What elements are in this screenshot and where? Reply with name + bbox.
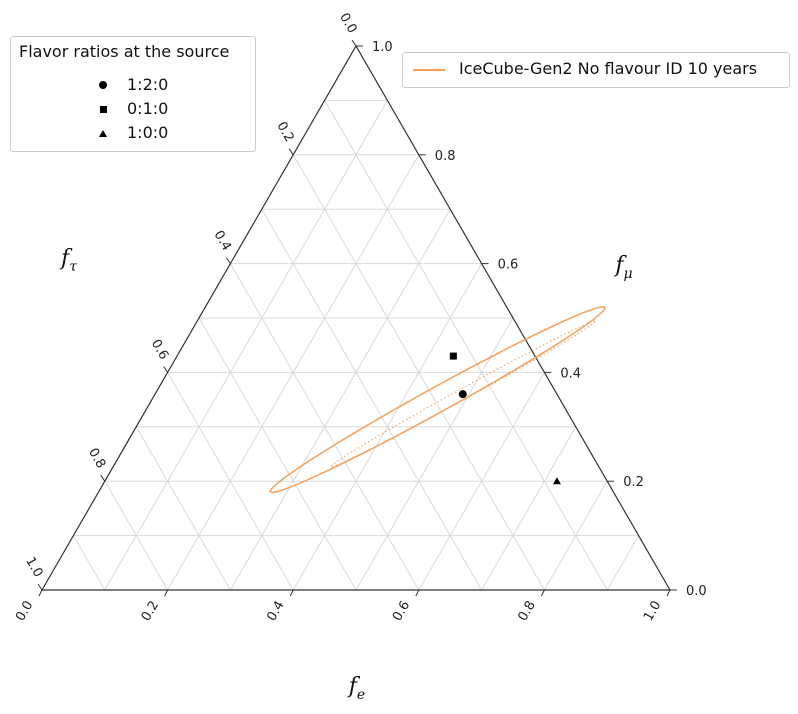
tick-ftau (225, 257, 231, 264)
axis-label-fmu: fμ (613, 253, 632, 282)
tick-fe (666, 589, 671, 597)
contour-solid (269, 306, 606, 494)
tick-label-fe: 0.4 (264, 599, 287, 624)
source-points (449, 352, 561, 485)
grid-line-fe (481, 426, 577, 591)
tick-label-fmu: 0.4 (560, 366, 581, 381)
grid-line-fe (355, 317, 514, 591)
tick-fe (38, 589, 43, 597)
tick-label-ftau: 0.2 (273, 119, 296, 144)
axis-label-fe: fe (347, 674, 365, 703)
axis-label-ftau: fτ (59, 246, 77, 275)
legend-entry-label: 0:1:0 (127, 99, 169, 118)
tick-label-fe: 0.2 (139, 599, 162, 624)
contour-regions (269, 306, 606, 494)
orange-line-swatch (413, 69, 445, 71)
legend-title: Flavor ratios at the source (19, 42, 230, 61)
grid-line-fe (104, 100, 388, 591)
grid-line-ftau (324, 100, 608, 591)
tick-label-fmu: 1.0 (372, 40, 393, 55)
tick-label-ftau: 0.8 (85, 446, 108, 471)
grid-line-ftau (167, 372, 294, 591)
tick-label-ftau: 1.0 (22, 555, 45, 580)
tick-ftau (37, 583, 43, 591)
triangle-frame (40, 44, 672, 591)
tick-label-fmu: 0.0 (686, 584, 707, 599)
tick-label-fe: 1.0 (641, 599, 664, 624)
grid-line-ftau (104, 480, 169, 591)
grid-line-ftau (135, 426, 231, 591)
tick-label-fmu: 0.6 (498, 258, 519, 273)
circle-icon (99, 81, 107, 89)
square-icon (100, 106, 107, 113)
source-point-triangle (552, 477, 561, 485)
tick-label-fmu: 0.2 (623, 475, 644, 490)
tick-ftau (163, 366, 169, 373)
grid-line-fe (543, 480, 608, 591)
grid-line-ftau (261, 208, 483, 591)
tick-label-fe: 0.8 (516, 599, 539, 624)
grid-line-fe (229, 208, 451, 591)
tick-ftau (351, 39, 357, 47)
tick-label-fe: 0.6 (390, 599, 413, 624)
grid-line-fe (606, 535, 640, 591)
tick-fe (415, 589, 420, 597)
legend-experiment: IceCube-Gen2 No flavour ID 10 years (402, 52, 790, 88)
legend-entry-label: 1:0:0 (127, 123, 169, 142)
axis-labels: fe fμ fτ (59, 246, 633, 703)
tick-fe (164, 589, 169, 597)
tick-label-fmu: 0.8 (435, 149, 456, 164)
legend-entry-label: 1:2:0 (127, 75, 169, 94)
tick-label-ftau: 0.6 (148, 337, 171, 362)
grid-line-ftau (72, 535, 106, 591)
grid-line-fe (418, 372, 545, 591)
tick-label-ftau: 0.4 (211, 228, 234, 253)
grid-lines (72, 99, 640, 591)
source-point-square (449, 352, 457, 360)
tick-label-ftau: 0.0 (336, 11, 359, 36)
source-point-circle (458, 390, 467, 399)
tick-fe (289, 589, 294, 597)
grid-line-ftau (198, 317, 357, 591)
tick-ftau (100, 474, 106, 482)
legend-source-flavors: Flavor ratios at the source 1:2:0 0:1:0 … (10, 36, 256, 152)
legend-experiment-label: IceCube-Gen2 No flavour ID 10 years (459, 59, 758, 78)
tick-label-fe: 0.0 (13, 599, 36, 624)
tick-ftau (288, 148, 294, 156)
triangle-border (40, 44, 672, 591)
triangle-icon (99, 130, 107, 137)
tick-fe (540, 589, 545, 597)
